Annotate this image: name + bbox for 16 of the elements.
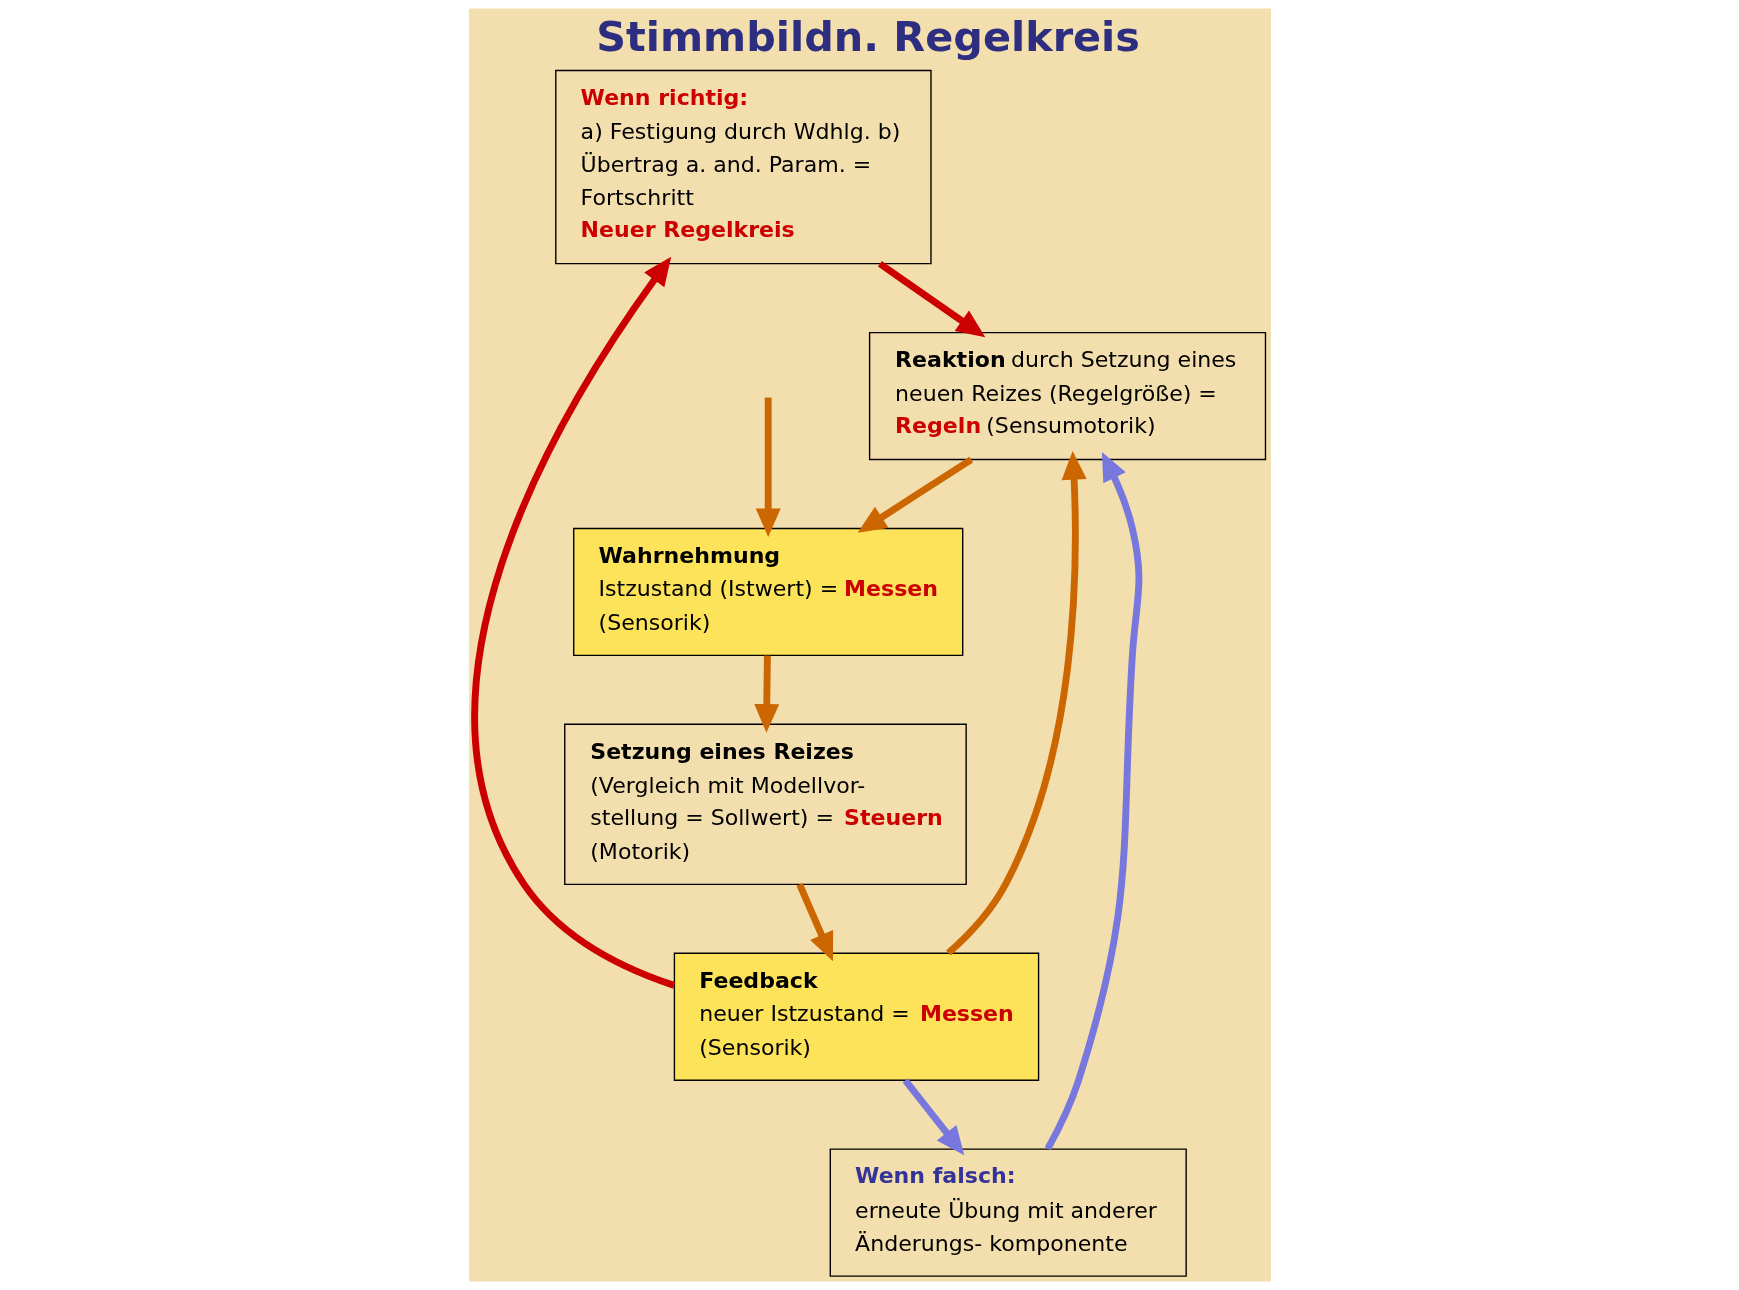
arrow <box>945 451 1087 956</box>
arrow <box>753 655 779 733</box>
node-box: Wenn falsch: erneute Übung mit anderer Änderungs- komponente <box>829 1148 1187 1277</box>
arrow <box>902 1078 964 1156</box>
arrow <box>857 456 973 533</box>
arrow <box>795 883 833 962</box>
node-box: Wenn richtig: a) Festigung durch Wdhlg. b) Übertrag a. and. Param. = Fortschritt Neuer Regelkreis <box>554 69 932 265</box>
arrow <box>471 256 675 989</box>
node-box: Feedback neuer Istzustand = Messen (Sensorik) <box>673 952 1039 1081</box>
arrow <box>1044 452 1142 1151</box>
node-box: Wahrnehmung Istzustand (Istwert) = Messen (Sensorik) <box>572 527 963 657</box>
arrow <box>877 260 985 338</box>
node-box: Reaktion durch Setzung eines neuen Reizes (Regelgröße) = Regeln (Sensumotorik) <box>868 331 1266 461</box>
arrow <box>755 397 781 537</box>
diagram-title: Stimmbildn. Regelkreis <box>595 13 1140 62</box>
node-box: Setzung eines Reizes (Vergleich mit Modellvor- stellung = Sollwert) = Steuern (Motorik) <box>563 723 967 885</box>
